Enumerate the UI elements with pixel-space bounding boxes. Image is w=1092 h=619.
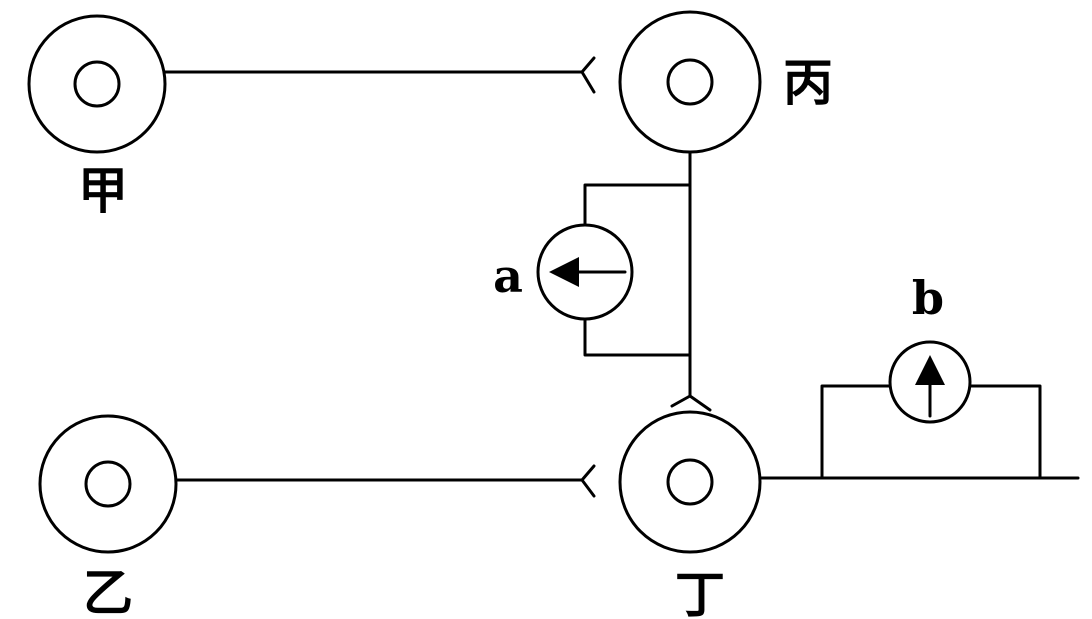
label-yi: 乙 — [83, 564, 133, 619]
coil-yi-inner-ring — [84, 460, 132, 508]
coil-jia — [27, 14, 167, 154]
coil-bing — [618, 10, 762, 154]
label-ding: 丁 — [675, 566, 725, 619]
meter-a — [536, 223, 634, 321]
rod-bing-to-ding-fork — [670, 394, 712, 412]
coil-bing-outer-ring — [618, 10, 762, 154]
coil-jia-inner-ring — [73, 60, 121, 108]
rod-jia-to-bing-fork — [580, 56, 596, 94]
coil-yi — [38, 414, 178, 554]
label-meter-a: a — [493, 249, 523, 303]
label-bing: 丙 — [783, 54, 833, 112]
label-jia: 甲 — [78, 162, 128, 220]
coil-ding — [618, 410, 762, 554]
rod-yi-to-ding-fork — [580, 464, 596, 498]
meter-a-bottom-wire — [583, 318, 692, 357]
meter-b-left-wire — [820, 384, 892, 480]
coil-ding-inner-ring — [666, 458, 714, 506]
meter-a-top-wire — [583, 183, 692, 227]
meter-b — [888, 340, 972, 424]
coil-yi-outer-ring — [38, 414, 178, 554]
label-meter-b: b — [912, 271, 944, 325]
coil-bing-inner-ring — [666, 58, 714, 106]
meter-b-right-wire — [968, 384, 1042, 480]
coil-jia-outer-ring — [27, 14, 167, 154]
coil-ding-outer-ring — [618, 410, 762, 554]
